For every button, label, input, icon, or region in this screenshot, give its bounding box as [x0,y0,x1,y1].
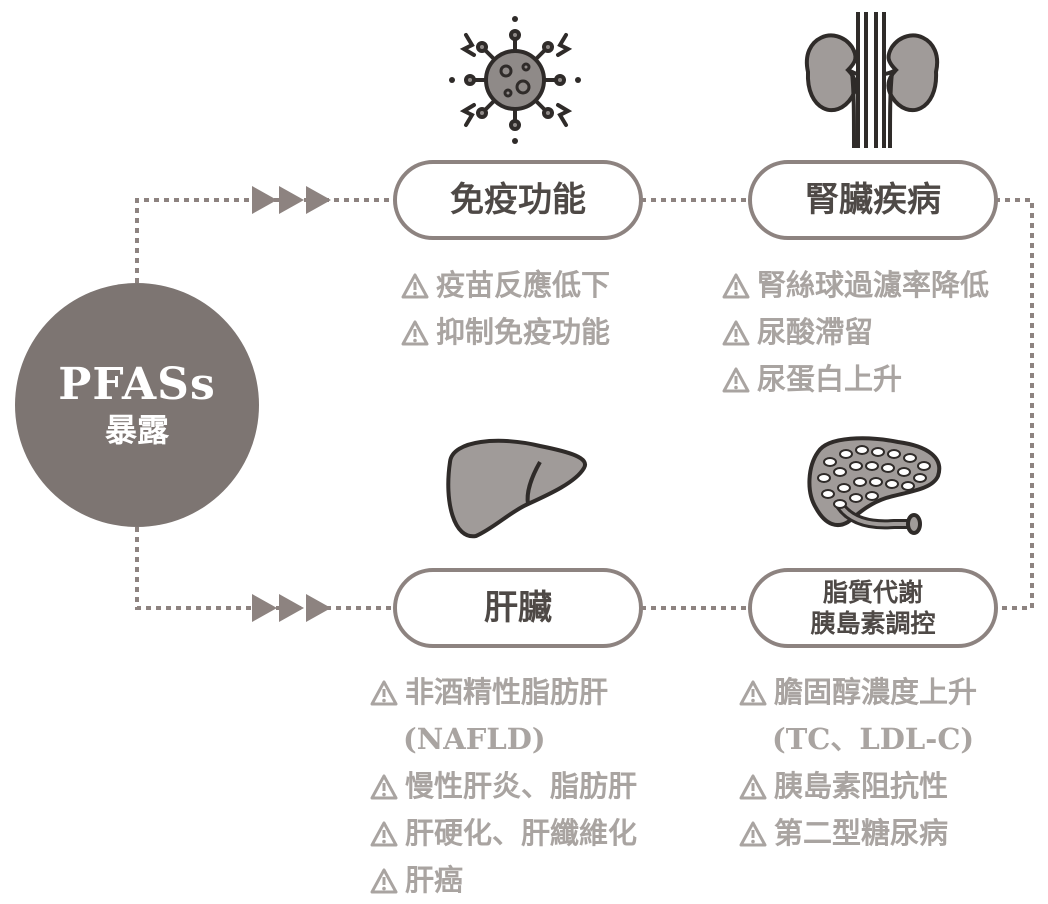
list-item: 疫苗反應低下 [401,262,610,309]
node-kidney: 腎臟疾病 [748,160,998,240]
liver-effects: 非酒精性脂肪肝 (NAFLD) 慢性肝炎、脂肪肝 肝硬化、肝纖維化 肝癌 [370,669,637,904]
warning-icon [370,774,398,799]
warning-icon [401,273,429,298]
arrow-icon [252,594,277,622]
immune-effects: 疫苗反應低下 抑制免疫功能 [401,262,610,356]
warning-icon [739,821,767,846]
node-metabolism-title-line1: 脂質代謝 [822,578,923,607]
effect-text: 第二型糖尿病 [774,816,949,850]
hub-title: PFASs [58,359,216,410]
effect-text: 疫苗反應低下 [436,268,611,302]
list-item: 肝硬化、肝纖維化 [370,810,637,857]
connector-to-immune [135,198,397,283]
arrow-icon [252,186,277,214]
list-item: 慢性肝炎、脂肪肝 [370,763,637,810]
connector-kidney-metabolism [995,198,1034,610]
warning-icon [739,680,767,705]
warning-icon [722,367,750,392]
effect-text: 慢性肝炎、脂肪肝 [405,769,638,803]
kidney-effects: 腎絲球過濾率降低 尿酸滯留 尿蛋白上升 [722,262,989,403]
warning-icon [370,821,398,846]
effect-text-continuation: (TC、LDL-C) [772,722,975,756]
list-item: 第二型糖尿病 [739,810,977,857]
warning-icon [722,273,750,298]
effect-text: 肝硬化、肝纖維化 [405,816,638,850]
arrow-icon [306,186,331,214]
effect-text: 抑制免疫功能 [436,315,611,349]
arrow-icon [279,186,304,214]
list-item: 抑制免疫功能 [401,309,610,356]
liver-icon [446,438,587,539]
node-liver-title: 肝臟 [484,588,552,628]
node-metabolism-title-line2: 胰島素調控 [810,609,936,638]
virus-icon [449,16,581,144]
pancreas-icon [807,436,942,535]
effect-text: 尿蛋白上升 [757,362,903,396]
connector-to-liver [135,527,397,610]
hub-subtitle: 暴露 [104,411,169,449]
effect-text-continuation: (NAFLD) [403,722,546,756]
effect-text: 尿酸滯留 [757,315,874,349]
effect-text: 腎絲球過濾率降低 [757,268,990,302]
arrow-icon [279,594,304,622]
effect-text: 膽固醇濃度上升 [774,675,978,709]
warning-icon [370,680,398,705]
pfas-exposure-hub: PFASs 暴露 [15,283,259,527]
warning-icon [401,320,429,345]
kidney-icon [804,12,940,148]
warning-icon [370,868,398,893]
arrowheads-bottom [252,594,331,622]
effect-text: 肝癌 [405,863,464,897]
list-item: 尿蛋白上升 [722,356,989,403]
list-item: 非酒精性脂肪肝 [370,669,637,716]
node-immune: 免疫功能 [393,160,643,240]
effect-text: 非酒精性脂肪肝 [405,675,609,709]
node-metabolism: 脂質代謝 胰島素調控 [748,568,998,648]
list-item: 膽固醇濃度上升 [739,669,977,716]
list-item: 肝癌 [370,857,637,904]
arrowheads-top [252,186,331,214]
metabolism-effects: 膽固醇濃度上升 (TC、LDL-C) 胰島素阻抗性 第二型糖尿病 [739,669,977,857]
node-liver: 肝臟 [393,568,643,648]
arrow-icon [306,594,331,622]
warning-icon [739,774,767,799]
list-item: 腎絲球過濾率降低 [722,262,989,309]
list-item: 胰島素阻抗性 [739,763,977,810]
warning-icon [722,320,750,345]
node-kidney-title: 腎臟疾病 [805,180,941,220]
list-item: 尿酸滯留 [722,309,989,356]
node-immune-title: 免疫功能 [450,180,586,220]
effect-text: 胰島素阻抗性 [774,769,949,803]
